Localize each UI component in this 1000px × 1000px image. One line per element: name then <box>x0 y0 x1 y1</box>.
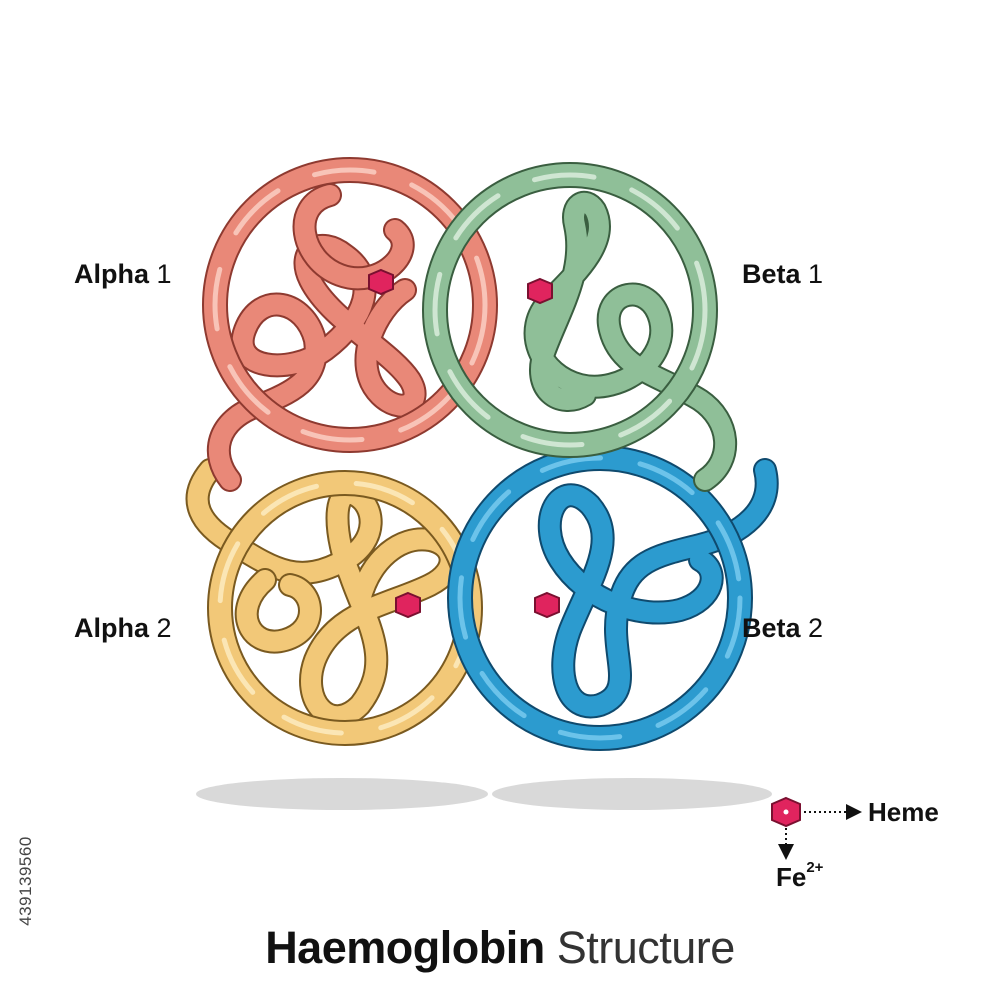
label-beta1: Beta 1 <box>742 259 823 290</box>
shadow-right <box>492 778 772 810</box>
label-alpha1-number: 1 <box>156 259 172 289</box>
legend-fe-charge: 2+ <box>806 859 824 877</box>
watermark-id-text: 439139560 <box>16 836 35 926</box>
heme-beta2-icon <box>534 591 560 619</box>
legend-fe-symbol: Fe <box>776 862 807 892</box>
label-alpha1-name: Alpha <box>74 259 150 289</box>
subunit-beta1 <box>422 162 738 492</box>
label-alpha2-name: Alpha <box>74 613 150 643</box>
label-beta2-name: Beta <box>742 613 801 643</box>
label-beta1-name: Beta <box>742 259 801 289</box>
subunit-beta2 <box>447 445 779 751</box>
title-regular: Structure <box>556 922 736 973</box>
legend-fe-label: Fe2+ <box>776 859 824 893</box>
subunit-alpha1 <box>202 157 498 492</box>
label-alpha2: Alpha 2 <box>74 613 172 644</box>
label-beta2-number: 2 <box>808 613 824 643</box>
legend-fe-dot-icon <box>783 809 789 815</box>
heme-alpha1-icon <box>368 268 394 296</box>
label-alpha1: Alpha 1 <box>74 259 172 290</box>
label-beta1-number: 1 <box>808 259 824 289</box>
label-alpha2-number: 2 <box>156 613 172 643</box>
label-beta2: Beta 2 <box>742 613 823 644</box>
subunit-alpha2 <box>185 458 483 746</box>
shadow-left <box>196 778 488 810</box>
heme-alpha2-icon <box>395 591 421 619</box>
title-bold: Haemoglobin <box>265 922 545 973</box>
watermark-id: 439139560 <box>6 768 46 994</box>
page-title: Haemoglobin Structure <box>0 922 1000 974</box>
legend-heme-label: Heme <box>868 797 939 827</box>
heme-beta1-icon <box>527 277 553 305</box>
